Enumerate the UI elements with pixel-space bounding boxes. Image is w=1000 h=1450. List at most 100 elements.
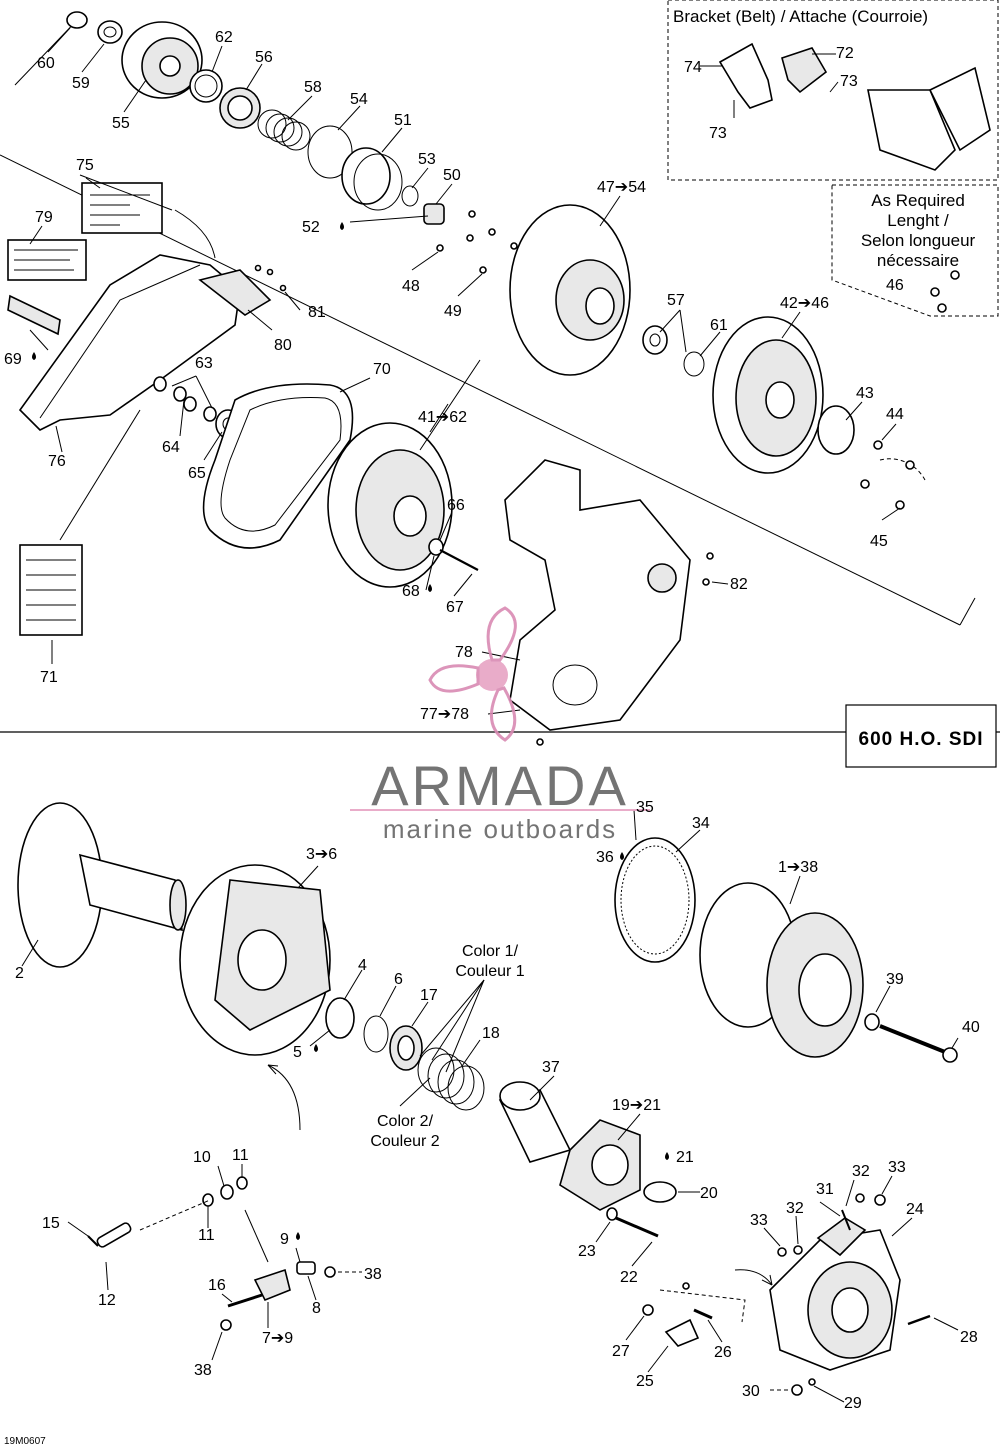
- part-label: 41➔62: [418, 409, 467, 426]
- part-label: 51: [394, 112, 412, 129]
- part-label: 8: [312, 1300, 321, 1317]
- drop-icon: [314, 1044, 318, 1052]
- part-label: 31: [816, 1181, 834, 1198]
- part-label: 76: [48, 453, 66, 470]
- part-label: 73: [709, 125, 727, 142]
- drop-icon: [340, 222, 344, 230]
- brand-watermark: ARMADA marine outboards: [350, 606, 650, 844]
- as-required-line-4: nécessaire: [877, 251, 959, 270]
- part-label: 3➔6: [306, 846, 337, 863]
- propeller-logo-icon: [428, 606, 517, 742]
- color-labels: Color 1/ Couleur 1 Color 2/ Couleur 2: [370, 943, 524, 1150]
- part-label: 46: [886, 277, 904, 294]
- bracket-box-title: Bracket (Belt) / Attache (Courroie): [673, 7, 928, 26]
- part-label: 33: [888, 1159, 906, 1176]
- part-label: 22: [620, 1269, 638, 1286]
- part-label: 11: [198, 1227, 215, 1244]
- as-required-line-2: Lenght /: [887, 211, 949, 230]
- part-label: 42➔46: [780, 295, 829, 312]
- model-box: 600 H.O. SDI: [845, 704, 997, 768]
- part-label: 64: [162, 439, 180, 456]
- part-label: 24: [906, 1201, 924, 1218]
- part-label: 43: [856, 385, 874, 402]
- driven-pulley-parts: [66, 11, 926, 510]
- part-label: 16: [208, 1277, 226, 1294]
- part-label: 57: [667, 292, 685, 309]
- drawing-code: 19M0607: [4, 1436, 46, 1447]
- color1-line-1: Color 1/: [462, 943, 519, 960]
- part-label: 58: [304, 79, 322, 96]
- part-label: 71: [40, 669, 58, 686]
- part-label: 7➔9: [262, 1330, 293, 1347]
- part-label: 73: [840, 73, 858, 90]
- part-label: 67: [446, 599, 464, 616]
- part-label: 80: [274, 337, 292, 354]
- drive-pulley-parts: [17, 802, 958, 1396]
- part-label: 82: [730, 576, 748, 593]
- part-label: 28: [960, 1329, 978, 1346]
- part-label: 27: [612, 1343, 630, 1360]
- part-label: 56: [255, 49, 273, 66]
- part-label: 40: [962, 1019, 980, 1036]
- part-labels: 60 59 55 62 56 58 54 51 53 50 52 48 49 4…: [4, 29, 980, 1412]
- part-label: 63: [195, 355, 213, 372]
- part-label: 30: [742, 1383, 760, 1400]
- part-label: 53: [418, 151, 436, 168]
- part-label: 37: [542, 1059, 560, 1076]
- part-label: 2: [15, 965, 24, 982]
- leader-lines-bottom: [21, 809, 959, 1403]
- part-label: 45: [870, 533, 888, 550]
- part-label: 79: [35, 209, 53, 226]
- part-label: 61: [710, 317, 728, 334]
- lubricant-drop-icons: [32, 222, 669, 1240]
- part-label: 23: [578, 1243, 596, 1260]
- part-label: 29: [844, 1395, 862, 1412]
- drop-icon: [428, 584, 432, 592]
- drop-icon: [620, 852, 624, 860]
- part-label: 33: [750, 1212, 768, 1229]
- part-label: 20: [700, 1185, 718, 1202]
- part-label: 38: [364, 1266, 382, 1283]
- part-label: 77➔78: [420, 706, 469, 723]
- part-label: 66: [447, 497, 465, 514]
- part-label: 59: [72, 75, 90, 92]
- part-label: 47➔54: [597, 179, 646, 196]
- watermark-brand: ARMADA: [371, 754, 629, 817]
- part-label: 39: [886, 971, 904, 988]
- part-label: 50: [443, 167, 461, 184]
- part-label: 70: [373, 361, 391, 378]
- part-label: 19➔21: [612, 1097, 661, 1114]
- part-label: 68: [402, 583, 420, 600]
- drop-icon: [32, 352, 36, 360]
- drop-icon: [665, 1152, 669, 1160]
- part-label: 69: [4, 351, 22, 368]
- part-label: 5: [293, 1044, 302, 1061]
- watermark-tagline: marine outboards: [383, 814, 617, 844]
- part-label: 60: [37, 55, 55, 72]
- part-label: 65: [188, 465, 206, 482]
- part-label: 21: [676, 1149, 694, 1166]
- color2-line-1: Color 2/: [377, 1113, 434, 1130]
- part-label: 32: [852, 1163, 870, 1180]
- part-label: 25: [636, 1373, 654, 1390]
- part-label: 44: [886, 406, 904, 423]
- part-label: 38: [194, 1362, 212, 1379]
- drop-icon: [296, 1232, 300, 1240]
- part-label: 52: [302, 219, 320, 236]
- part-label: 9: [280, 1231, 289, 1248]
- part-label: 35: [636, 799, 654, 816]
- part-label: 1➔38: [778, 859, 818, 876]
- part-label: 81: [308, 304, 326, 321]
- part-label: 62: [215, 29, 233, 46]
- part-label: 74: [684, 59, 702, 76]
- part-label: 32: [786, 1200, 804, 1217]
- color2-line-2: Couleur 2: [370, 1133, 439, 1150]
- as-required-line-1: As Required: [871, 191, 965, 210]
- part-label: 18: [482, 1025, 500, 1042]
- part-label: 17: [420, 987, 438, 1004]
- part-label: 10: [193, 1149, 211, 1166]
- part-label: 34: [692, 815, 710, 832]
- leader-lines-top: [29, 27, 901, 715]
- as-required-box: As Required Lenght / Selon longueur néce…: [831, 184, 999, 317]
